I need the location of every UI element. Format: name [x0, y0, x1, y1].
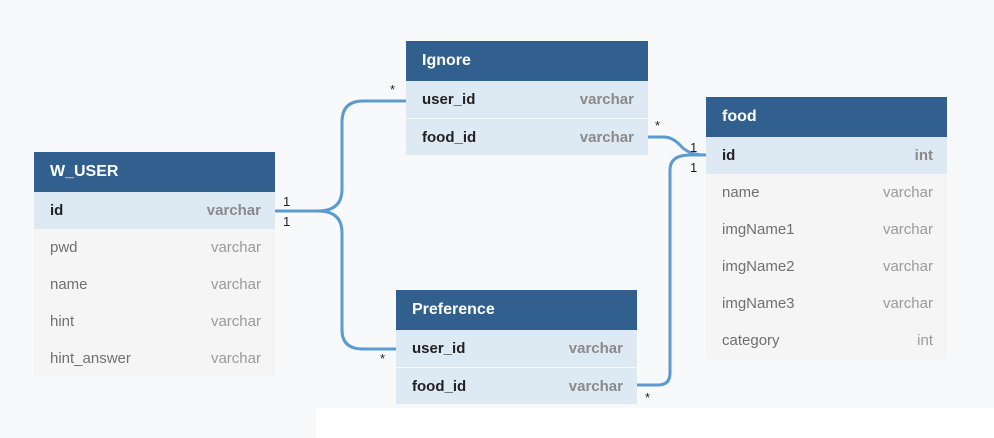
field-type: varchar: [579, 128, 634, 146]
field-type: varchar: [568, 377, 623, 395]
field-type: varchar: [882, 295, 933, 312]
cardinality-label: *: [645, 390, 651, 405]
table-preference[interactable]: Preference user_id varchar food_id varch…: [396, 290, 637, 404]
field-row-food-id[interactable]: food_id varchar: [396, 367, 637, 404]
field-type: varchar: [579, 91, 634, 108]
cardinality-label: 1: [283, 214, 291, 229]
field-type: varchar: [210, 239, 261, 256]
table-food[interactable]: food id int name varchar imgName1 varcha…: [706, 97, 947, 359]
field-type: varchar: [882, 184, 933, 201]
field-row-imgname3[interactable]: imgName3 varchar: [706, 285, 947, 322]
field-row-hint[interactable]: hint varchar: [34, 303, 275, 340]
table-header[interactable]: food: [706, 97, 947, 137]
field-name: hint: [50, 313, 75, 330]
field-name: id: [722, 147, 736, 164]
field-type: varchar: [882, 221, 933, 238]
field-name: pwd: [50, 239, 78, 256]
connector-wuser-ignore: [274, 99, 408, 213]
field-row-user-id[interactable]: user_id varchar: [396, 330, 637, 367]
table-header[interactable]: Preference: [396, 290, 637, 330]
canvas-bottom-strip: [316, 408, 994, 438]
field-row-id[interactable]: id varchar: [34, 192, 275, 229]
field-row-id[interactable]: id int: [706, 137, 947, 174]
cardinality-label: 1: [283, 194, 291, 209]
field-name: imgName1: [722, 221, 795, 238]
cardinality-label: *: [380, 351, 386, 366]
table-ignore[interactable]: Ignore user_id varchar food_id varchar: [406, 41, 648, 155]
connector-preference-food: [635, 153, 708, 387]
field-type: varchar: [568, 340, 623, 357]
field-row-pwd[interactable]: pwd varchar: [34, 229, 275, 266]
cardinality-label: 1: [690, 160, 698, 175]
field-row-imgname1[interactable]: imgName1 varchar: [706, 211, 947, 248]
connector-wuser-preference: [274, 209, 398, 351]
field-name: user_id: [412, 340, 466, 357]
field-name: imgName3: [722, 295, 795, 312]
field-type: varchar: [210, 350, 261, 367]
field-type: varchar: [210, 276, 261, 293]
field-row-category[interactable]: category int: [706, 322, 947, 359]
field-type: int: [914, 147, 933, 164]
table-header[interactable]: W_USER: [34, 152, 275, 192]
field-name: name: [722, 184, 760, 201]
table-header[interactable]: Ignore: [406, 41, 648, 81]
field-row-imgname2[interactable]: imgName2 varchar: [706, 248, 947, 285]
cardinality-label: *: [390, 82, 396, 97]
field-row-food-id[interactable]: food_id varchar: [406, 118, 648, 155]
connector-ignore-food: [646, 135, 708, 157]
field-row-name[interactable]: name varchar: [706, 174, 947, 211]
field-type: varchar: [210, 313, 261, 330]
field-name: hint_answer: [50, 350, 131, 367]
field-name: user_id: [422, 91, 476, 108]
field-type: varchar: [206, 202, 261, 219]
cardinality-label: 1: [690, 140, 698, 155]
field-name: id: [50, 202, 64, 219]
field-type: varchar: [882, 258, 933, 275]
cardinality-label: *: [655, 118, 661, 133]
field-type: int: [917, 332, 933, 349]
field-row-user-id[interactable]: user_id varchar: [406, 81, 648, 118]
field-name: category: [722, 332, 780, 349]
field-row-name[interactable]: name varchar: [34, 266, 275, 303]
field-name: food_id: [412, 377, 467, 395]
field-name: name: [50, 276, 88, 293]
field-row-hint-answer[interactable]: hint_answer varchar: [34, 340, 275, 377]
field-name: imgName2: [722, 258, 795, 275]
table-w-user[interactable]: W_USER id varchar pwd varchar name varch…: [34, 152, 275, 377]
field-name: food_id: [422, 128, 477, 146]
